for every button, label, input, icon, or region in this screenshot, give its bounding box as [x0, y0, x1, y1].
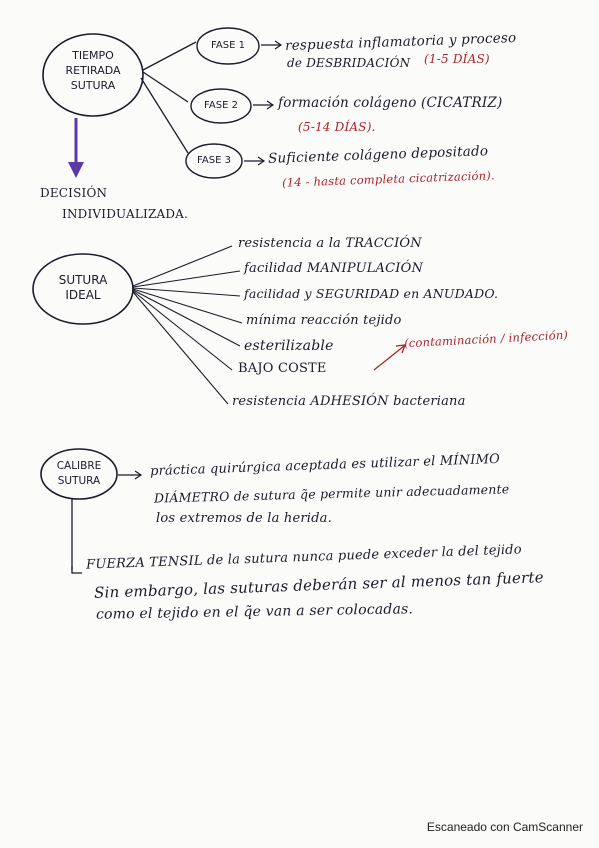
branch-fase3	[140, 77, 189, 154]
decision-line2: INDIVIDUALIZADA.	[62, 207, 189, 221]
bubble-tiempo-retirada	[42, 33, 144, 117]
calibre-line3: los extremos de la herida.	[156, 511, 332, 526]
branch-fase2	[142, 71, 189, 103]
phase-label-1: FASE 1	[211, 40, 245, 51]
camscanner-footer: Escaneado con CamScanner	[426, 820, 583, 834]
oval-fase2	[190, 88, 252, 124]
phase-label-2: FASE 2	[204, 100, 238, 111]
phase2-range: (5-14 DÍAS).	[298, 120, 376, 134]
ideal-item-3: facilidad y SEGURIDAD en ANUDADO.	[244, 286, 499, 301]
phase1-range: (1-5 DÍAS)	[424, 52, 490, 66]
ideal-item-2: facilidad MANIPULACIÓN	[244, 261, 424, 276]
ideal-item-5: esterilizable	[244, 338, 334, 354]
purple-arrowhead	[68, 162, 84, 178]
phase-label-3: FASE 3	[197, 155, 231, 166]
bubble-text-2: SUTURA IDEAL	[58, 273, 108, 302]
oval-fase1	[196, 27, 260, 65]
ideal-item-4: mínima reacción tejido	[246, 313, 402, 328]
decision-line1: DECISIÓN	[40, 186, 108, 200]
phase1-line2: de DESBRIDACIÓN	[287, 56, 411, 70]
ideal-item-6: BAJO COSTE	[238, 361, 327, 376]
bubble-calibre-sutura	[40, 448, 118, 500]
ideal-item-1: resistencia a la TRACCIÓN	[238, 236, 422, 251]
ideal-item-7: resistencia ADHESIÓN bacteriana	[232, 394, 466, 409]
branch-fase1	[142, 41, 197, 71]
phase2-line1: formación colágeno (CICATRIZ)	[278, 95, 503, 111]
oval-fase3	[185, 143, 243, 179]
bubble-text-1: TIEMPO RETIRADA SUTURA	[65, 49, 121, 92]
bubble-text-3: CALIBRE SUTURA	[56, 460, 102, 487]
